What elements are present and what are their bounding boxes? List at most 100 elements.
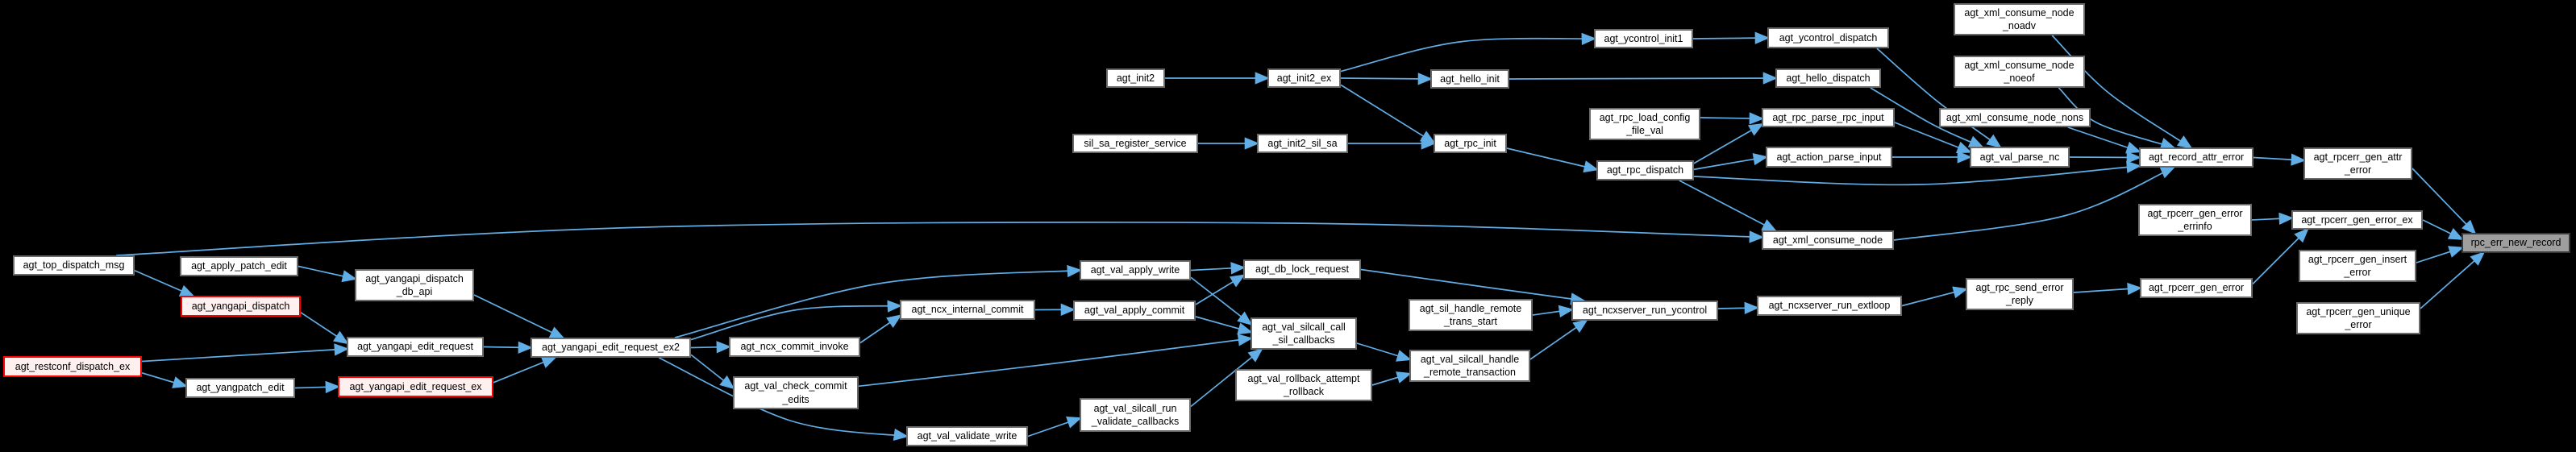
edge-yangapi_edit_request_ex2-to-val_apply_write: [674, 264, 1083, 338]
graph-node-val_rollback_attempt_rollback[interactable]: agt_val_rollback_attempt _rollback: [1235, 369, 1372, 401]
graph-node-rpcerr_gen_error[interactable]: agt_rpcerr_gen_error: [2140, 278, 2253, 298]
graph-node-label: agt_val_silcall_run _validate_callbacks: [1091, 402, 1180, 428]
graph-node-action_parse_input[interactable]: agt_action_parse_input: [1766, 147, 1892, 168]
graph-node-xml_consume_node_nons[interactable]: agt_xml_consume_node_nons: [1939, 108, 2091, 127]
graph-node-label: agt_init2_ex: [1276, 72, 1332, 84]
graph-node-label: agt_rpc_parse_rpc_input: [1772, 111, 1884, 123]
graph-node-label: agt_rpc_load_config _file_val: [1599, 111, 1691, 137]
graph-node-db_lock_request[interactable]: agt_db_lock_request: [1243, 259, 1361, 280]
edge-yangapi_edit_request_ex2-to-val_validate_write: [658, 357, 909, 442]
graph-node-ycontrol_init1[interactable]: agt_ycontrol_init1: [1594, 29, 1693, 48]
graph-node-val_validate_write[interactable]: agt_val_validate_write: [906, 426, 1028, 446]
edge-rpc_dispatch-to-action_parse_input: [1693, 153, 1769, 171]
edge-init2_ex-to-ycontrol_init1: [1340, 32, 1597, 73]
graph-node-record_attr_error[interactable]: agt_record_attr_error: [2139, 147, 2253, 168]
graph-node-xml_consume_node_noeof[interactable]: agt_xml_consume_node _noeof: [1954, 56, 2085, 88]
graph-node-init2[interactable]: agt_init2: [1106, 68, 1165, 88]
edge-yangapi_edit_request_ex2-to-ncx_commit_invoke: [690, 341, 732, 354]
graph-node-label: agt_xml_consume_node_nons: [1946, 111, 2084, 123]
graph-node-rpc_send_error_reply[interactable]: agt_rpc_send_error _reply: [1966, 278, 2074, 310]
graph-node-top_dispatch_msg[interactable]: agt_top_dispatch_msg: [13, 255, 135, 276]
edge-xml_consume_node_noeof-to-record_attr_error: [2058, 87, 2176, 150]
graph-node-ncx_internal_commit[interactable]: agt_ncx_internal_commit: [900, 300, 1035, 320]
graph-node-label: agt_val_apply_commit: [1084, 305, 1185, 317]
edge-rpcerr_gen_error_ex-to-rpc_err_new_record: [2422, 219, 2464, 240]
edge-val_silcall_call_sil_callbacks-to-val_silcall_handle_remote_transaction: [1356, 342, 1412, 362]
graph-node-restconf_dispatch_ex[interactable]: agt_restconf_dispatch_ex: [3, 356, 142, 377]
graph-node-ycontrol_dispatch[interactable]: agt_ycontrol_dispatch: [1767, 27, 1889, 48]
graph-node-label: agt_val_silcall_call _sil_callbacks: [1262, 321, 1346, 346]
graph-node-val_apply_write[interactable]: agt_val_apply_write: [1080, 260, 1191, 280]
graph-node-label: agt_db_lock_request: [1255, 263, 1350, 276]
graph-node-val_check_commit_edits[interactable]: agt_val_check_commit _edits: [733, 376, 859, 409]
edge-restconf_dispatch_ex-to-yangpatch_edit: [141, 371, 188, 388]
graph-node-label: agt_action_parse_input: [1776, 151, 1882, 163]
graph-node-yangapi_dispatch_db_api[interactable]: agt_yangapi_dispatch _db_api: [355, 269, 474, 301]
edge-sil_handle_remote_trans_start-to-ncxserver_run_ycontrol: [1532, 305, 1575, 317]
graph-node-label: agt_xml_consume_node _noeof: [1964, 59, 2075, 85]
graph-node-sil_sa_register_service[interactable]: sil_sa_register_service: [1072, 134, 1198, 153]
edge-rpcerr_gen_insert_error-to-rpc_err_new_record: [2416, 246, 2464, 263]
graph-node-yangapi_edit_request_ex[interactable]: agt_yangapi_edit_request_ex: [338, 376, 493, 397]
edge-hello_init-to-hello_dispatch: [1509, 72, 1779, 85]
edge-init2_ex-to-hello_init: [1340, 73, 1434, 85]
edge-ycontrol_dispatch-to-val_parse_nc: [1876, 48, 2002, 148]
graph-node-rpcerr_gen_unique_error[interactable]: agt_rpcerr_gen_unique _error: [2296, 302, 2420, 334]
graph-node-rpcerr_gen_error_ex[interactable]: agt_rpcerr_gen_error_ex: [2291, 210, 2423, 230]
graph-node-val_apply_commit[interactable]: agt_val_apply_commit: [1073, 301, 1196, 321]
graph-node-sil_handle_remote_trans_start[interactable]: agt_sil_handle_remote _trans_start: [1409, 299, 1533, 331]
graph-node-val_silcall_run_validate_callbacks[interactable]: agt_val_silcall_run _validate_callbacks: [1080, 398, 1191, 432]
graph-node-rpc_init[interactable]: agt_rpc_init: [1434, 134, 1507, 153]
graph-node-xml_consume_node[interactable]: agt_xml_consume_node: [1762, 230, 1894, 250]
edge-xml_consume_node_noadv-to-record_attr_error: [2051, 35, 2193, 149]
graph-node-label: agt_ncx_internal_commit: [911, 304, 1024, 316]
graph-node-label: agt_hello_dispatch: [1786, 72, 1871, 84]
edge-apply_patch_edit-to-yangapi_dispatch_db_api: [298, 265, 357, 283]
graph-node-yangpatch_edit[interactable]: agt_yangpatch_edit: [185, 378, 295, 398]
graph-node-label: agt_rpc_init: [1444, 137, 1496, 149]
graph-node-label: agt_init2_sil_sa: [1267, 137, 1338, 149]
graph-node-label: agt_val_apply_write: [1090, 264, 1180, 276]
graph-node-label: agt_record_attr_error: [2148, 151, 2245, 164]
edge-yangapi_edit_request_ex2-to-val_check_commit_edits: [690, 354, 735, 390]
graph-node-rpc_parse_rpc_input[interactable]: agt_rpc_parse_rpc_input: [1762, 108, 1895, 127]
graph-node-yangapi_edit_request[interactable]: agt_yangapi_edit_request: [347, 337, 484, 357]
graph-node-rpc_load_config_file_val[interactable]: agt_rpc_load_config _file_val: [1589, 108, 1700, 140]
graph-node-hello_init[interactable]: agt_hello_init: [1430, 69, 1509, 89]
graph-node-init2_sil_sa[interactable]: agt_init2_sil_sa: [1257, 134, 1348, 153]
graph-node-val_silcall_call_sil_callbacks[interactable]: agt_val_silcall_call _sil_callbacks: [1251, 317, 1357, 350]
graph-node-label: agt_yangapi_dispatch: [191, 300, 290, 312]
graph-node-rpc_dispatch[interactable]: agt_rpc_dispatch: [1596, 160, 1694, 180]
graph-node-label: agt_init2: [1116, 72, 1155, 84]
graph-node-init2_ex[interactable]: agt_init2_ex: [1267, 68, 1341, 88]
graph-node-label: agt_apply_patch_edit: [191, 260, 287, 272]
graph-node-label: agt_rpcerr_gen_error_ex: [2301, 214, 2413, 226]
graph-node-apply_patch_edit[interactable]: agt_apply_patch_edit: [180, 256, 298, 276]
edge-val_validate_write-to-val_silcall_run_validate_callbacks: [1027, 417, 1082, 437]
graph-node-val_silcall_handle_remote_transaction[interactable]: agt_val_silcall_handle _remote_transacti…: [1409, 350, 1530, 382]
graph-node-rpcerr_gen_insert_error[interactable]: agt_rpcerr_gen_insert _error: [2299, 250, 2416, 282]
graph-node-rpcerr_gen_error_errinfo[interactable]: agt_rpcerr_gen_error _errinfo: [2138, 204, 2252, 236]
graph-node-hello_dispatch[interactable]: agt_hello_dispatch: [1775, 68, 1881, 88]
edge-ncx_commit_invoke-to-ncx_internal_commit: [859, 314, 902, 344]
graph-node-ncxserver_run_extloop[interactable]: agt_ncxserver_run_extloop: [1757, 296, 1902, 316]
edge-init2_ex-to-rpc_init: [1340, 84, 1436, 144]
graph-node-xml_consume_node_noadv[interactable]: agt_xml_consume_node _noadv: [1954, 3, 2085, 35]
graph-node-label: agt_ycontrol_init1: [1604, 32, 1683, 44]
graph-node-rpcerr_gen_attr_error[interactable]: agt_rpcerr_gen_attr _error: [2303, 147, 2412, 180]
edge-val_apply_commit-to-val_silcall_call_sil_callbacks: [1195, 316, 1253, 335]
graph-node-ncxserver_run_ycontrol[interactable]: agt_ncxserver_run_ycontrol: [1571, 301, 1718, 321]
edge-rpcerr_gen_error-to-rpcerr_gen_error_ex: [2252, 227, 2309, 285]
graph-node-yangapi_dispatch[interactable]: agt_yangapi_dispatch: [181, 296, 301, 317]
graph-node-val_parse_nc[interactable]: agt_val_parse_nc: [1970, 147, 2070, 168]
graph-node-label: agt_rpcerr_gen_error: [2148, 282, 2245, 294]
edge-yangapi_dispatch_db_api-to-yangapi_edit_request_ex2: [473, 294, 565, 339]
graph-node-label: agt_rpc_dispatch: [1606, 164, 1684, 176]
graph-node-yangapi_edit_request_ex2[interactable]: agt_yangapi_edit_request_ex2: [531, 338, 691, 358]
graph-node-label: agt_ycontrol_dispatch: [1779, 31, 1878, 44]
graph-node-ncx_commit_invoke[interactable]: agt_ncx_commit_invoke: [729, 337, 860, 357]
edge-rpc_dispatch-to-rpc_parse_rpc_input: [1693, 122, 1764, 164]
graph-node-label: agt_yangapi_edit_request_ex2: [542, 342, 680, 354]
edge-rpc_dispatch-to-xml_consume_node: [1679, 180, 1778, 232]
